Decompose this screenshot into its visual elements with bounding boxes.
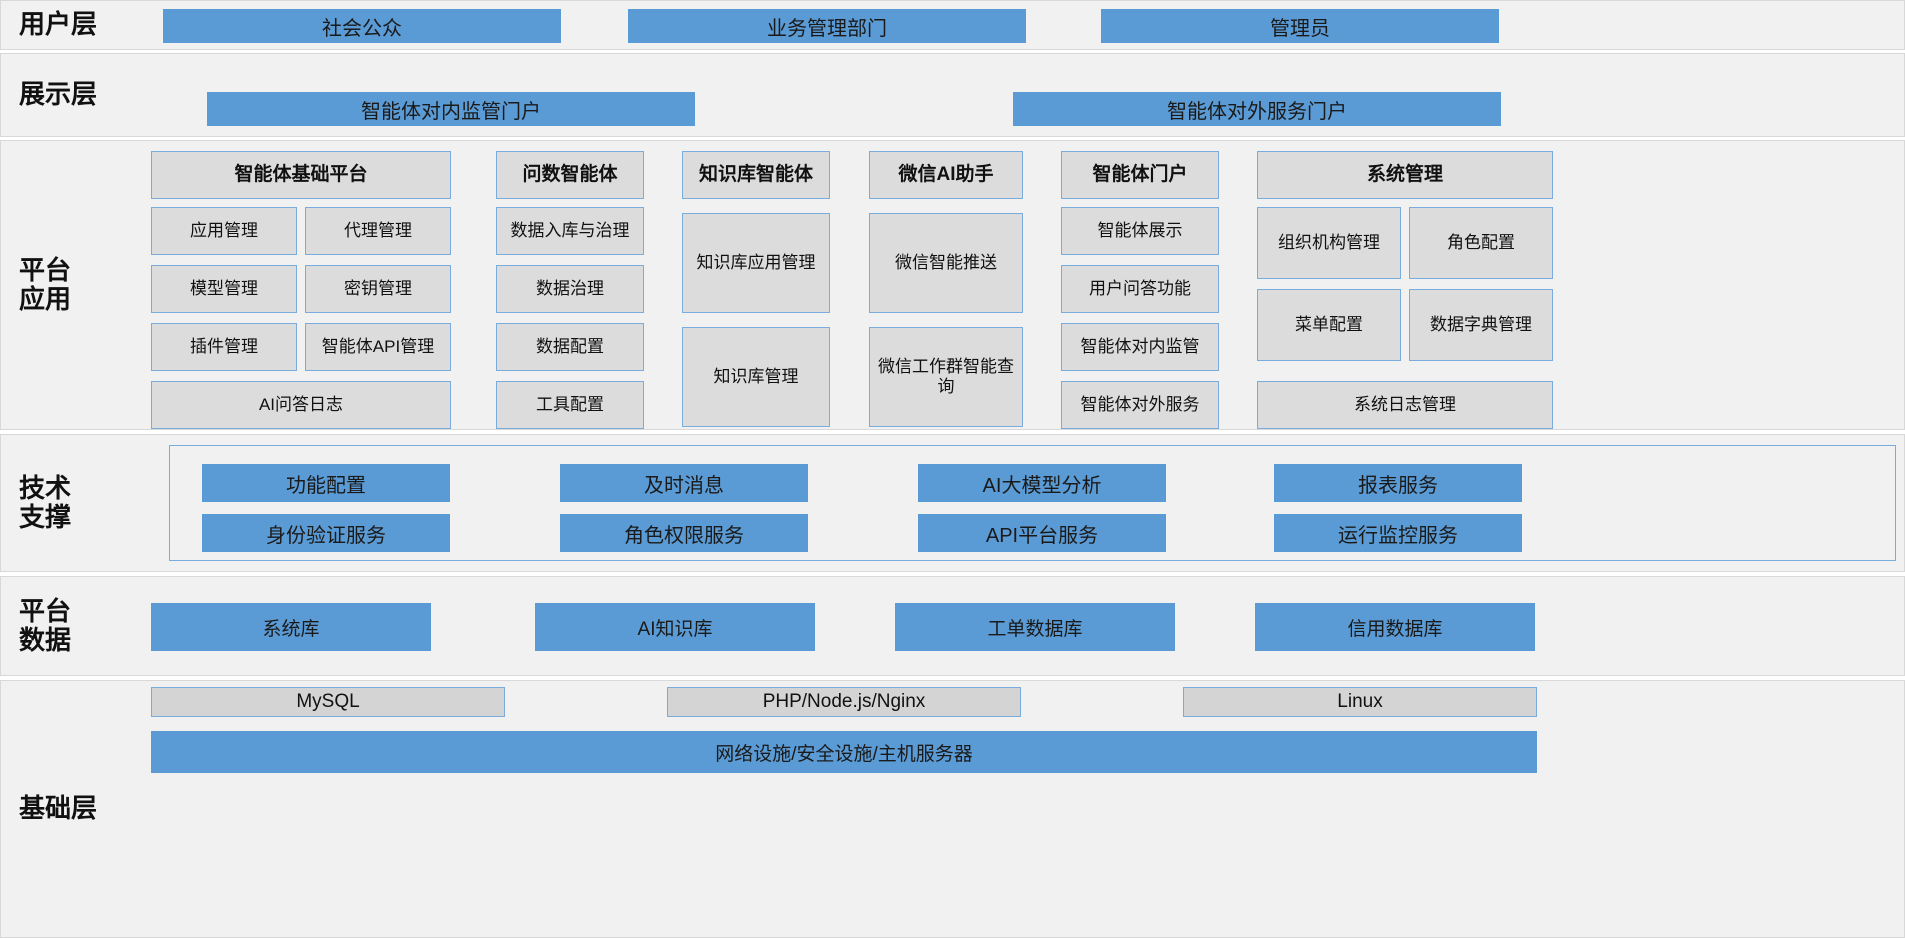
layer-tech-support-body: 功能配置 及时消息 AI大模型分析 报表服务 身份验证服务 角色权限服务 API…: [151, 435, 1904, 571]
data-item-system-db[interactable]: 系统库: [151, 603, 431, 651]
layer-infrastructure-body: MySQL PHP/Node.js/Nginx Linux 网络设施/安全设施/…: [151, 681, 1904, 937]
app-column-title[interactable]: 知识库智能体: [682, 151, 830, 199]
app-item-tool-config[interactable]: 工具配置: [496, 381, 644, 429]
app-column-system-mgmt: 系统管理 组织机构管理 角色配置 菜单配置 数据字典管理 系统日志管理: [1257, 151, 1553, 429]
tech-item-function-config[interactable]: 功能配置: [202, 464, 450, 502]
app-item-system-log-mgmt[interactable]: 系统日志管理: [1257, 381, 1553, 429]
app-column-knowledge-base-agent: 知识库智能体 知识库应用管理 知识库管理: [682, 151, 830, 427]
data-item-work-order-db[interactable]: 工单数据库: [895, 603, 1175, 651]
app-item-data-ingest-governance[interactable]: 数据入库与治理: [496, 207, 644, 255]
tech-item-ai-llm-analysis[interactable]: AI大模型分析: [918, 464, 1166, 502]
layer-infrastructure: 基础层 MySQL PHP/Node.js/Nginx Linux 网络设施/安…: [0, 680, 1905, 938]
portal-external-service[interactable]: 智能体对外服务门户: [1013, 92, 1501, 126]
tech-item-report-service[interactable]: 报表服务: [1274, 464, 1522, 502]
app-item-plugin-mgmt[interactable]: 插件管理: [151, 323, 297, 371]
app-item-user-qa-function[interactable]: 用户问答功能: [1061, 265, 1219, 313]
app-item-menu-config[interactable]: 菜单配置: [1257, 289, 1401, 361]
app-item-kb-application-mgmt[interactable]: 知识库应用管理: [682, 213, 830, 313]
app-item-ai-qa-log[interactable]: AI问答日志: [151, 381, 451, 429]
app-item-data-dictionary-mgmt[interactable]: 数据字典管理: [1409, 289, 1553, 361]
app-item-agent-api-mgmt[interactable]: 智能体API管理: [305, 323, 451, 371]
tech-item-role-permission-service[interactable]: 角色权限服务: [560, 514, 808, 552]
portal-internal-supervision[interactable]: 智能体对内监管门户: [207, 92, 695, 126]
app-item-kb-mgmt[interactable]: 知识库管理: [682, 327, 830, 427]
user-item-business-dept[interactable]: 业务管理部门: [628, 9, 1026, 43]
tech-item-ops-monitor-service[interactable]: 运行监控服务: [1274, 514, 1522, 552]
app-column-title[interactable]: 微信AI助手: [869, 151, 1023, 199]
tech-item-identity-auth-service[interactable]: 身份验证服务: [202, 514, 450, 552]
layer-platform-apps-body: 智能体基础平台 应用管理 代理管理 模型管理 密钥管理 插件管理 智能体API管…: [151, 141, 1904, 429]
infra-item-network-security-host[interactable]: 网络设施/安全设施/主机服务器: [151, 731, 1537, 773]
data-item-credit-db[interactable]: 信用数据库: [1255, 603, 1535, 651]
infra-item-mysql[interactable]: MySQL: [151, 687, 505, 717]
app-item-model-mgmt[interactable]: 模型管理: [151, 265, 297, 313]
layer-label-tech-support: 技术 支撑: [19, 472, 72, 532]
layer-platform-data: 平台 数据 系统库 AI知识库 工单数据库 信用数据库: [0, 576, 1905, 676]
layer-user: 用户层 社会公众 业务管理部门 管理员: [0, 0, 1905, 50]
layer-label-platform-data: 平台 数据: [19, 595, 72, 655]
layer-label-infrastructure: 基础层: [19, 793, 98, 824]
app-item-agent-internal-supervision[interactable]: 智能体对内监管: [1061, 323, 1219, 371]
layer-presentation: 展示层 智能体对内监管门户 智能体对外服务门户: [0, 53, 1905, 137]
app-item-data-governance[interactable]: 数据治理: [496, 265, 644, 313]
infra-item-linux[interactable]: Linux: [1183, 687, 1537, 717]
app-item-role-config[interactable]: 角色配置: [1409, 207, 1553, 279]
app-column-title[interactable]: 问数智能体: [496, 151, 644, 199]
app-column-agent-portal: 智能体门户 智能体展示 用户问答功能 智能体对内监管 智能体对外服务: [1061, 151, 1219, 429]
tech-item-api-platform-service[interactable]: API平台服务: [918, 514, 1166, 552]
user-item-public[interactable]: 社会公众: [163, 9, 561, 43]
layer-label-platform-apps: 平台 应用: [19, 254, 72, 314]
data-item-ai-knowledge-db[interactable]: AI知识库: [535, 603, 815, 651]
app-item-agent-external-service[interactable]: 智能体对外服务: [1061, 381, 1219, 429]
layer-user-body: 社会公众 业务管理部门 管理员: [151, 1, 1904, 49]
app-column-title[interactable]: 系统管理: [1257, 151, 1553, 199]
layer-platform-apps: 平台 应用 智能体基础平台 应用管理 代理管理 模型管理 密钥管理 插件管理 智…: [0, 140, 1905, 430]
tech-item-instant-message[interactable]: 及时消息: [560, 464, 808, 502]
layer-label-user: 用户层: [19, 9, 98, 40]
layer-tech-support: 技术 支撑 功能配置 及时消息 AI大模型分析 报表服务 身份验证服务 角色权限…: [0, 434, 1905, 572]
app-item-agent-mgmt[interactable]: 代理管理: [305, 207, 451, 255]
app-item-wechat-smart-push[interactable]: 微信智能推送: [869, 213, 1023, 313]
app-item-application-mgmt[interactable]: 应用管理: [151, 207, 297, 255]
app-column-agent-base-platform: 智能体基础平台 应用管理 代理管理 模型管理 密钥管理 插件管理 智能体API管…: [151, 151, 451, 429]
layer-presentation-body: 智能体对内监管门户 智能体对外服务门户: [151, 54, 1904, 136]
app-column-title[interactable]: 智能体基础平台: [151, 151, 451, 199]
layer-platform-data-body: 系统库 AI知识库 工单数据库 信用数据库: [151, 577, 1904, 675]
user-item-admin[interactable]: 管理员: [1101, 9, 1499, 43]
app-item-wechat-group-query[interactable]: 微信工作群智能查询: [869, 327, 1023, 427]
app-column-title[interactable]: 智能体门户: [1061, 151, 1219, 199]
app-item-agent-showcase[interactable]: 智能体展示: [1061, 207, 1219, 255]
app-column-wechat-ai-assistant: 微信AI助手 微信智能推送 微信工作群智能查询: [869, 151, 1023, 427]
tech-support-container: 功能配置 及时消息 AI大模型分析 报表服务 身份验证服务 角色权限服务 API…: [169, 445, 1896, 561]
app-column-data-query-agent: 问数智能体 数据入库与治理 数据治理 数据配置 工具配置: [496, 151, 644, 429]
app-item-key-mgmt[interactable]: 密钥管理: [305, 265, 451, 313]
app-item-data-config[interactable]: 数据配置: [496, 323, 644, 371]
layer-label-presentation: 展示层: [19, 79, 98, 110]
infra-item-php-node-nginx[interactable]: PHP/Node.js/Nginx: [667, 687, 1021, 717]
app-item-org-structure-mgmt[interactable]: 组织机构管理: [1257, 207, 1401, 279]
